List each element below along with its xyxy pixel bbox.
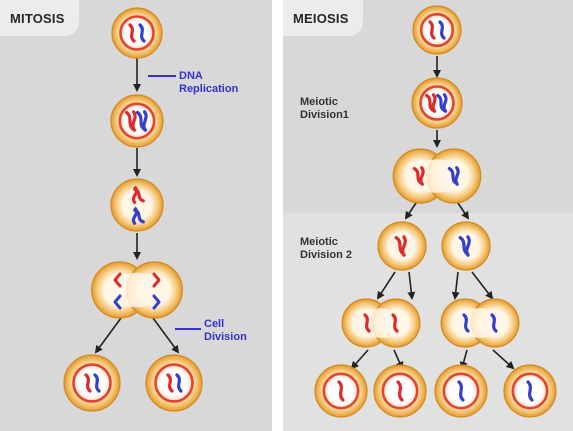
mitosis-daughter-cell-right <box>145 354 203 412</box>
chromatid-red <box>133 187 145 203</box>
meiotic-division2-label-line2: Division 2 <box>300 249 352 261</box>
dna-replication-label-line1: DNA <box>179 70 203 82</box>
mitosis-daughter-cell-left <box>63 354 121 412</box>
mitosis-title-tab: MITOSIS <box>0 0 79 36</box>
chromosome-red <box>428 20 436 40</box>
mitosis-dividing-cell <box>91 261 183 319</box>
cell-division-label-line2: Division <box>204 331 247 343</box>
chromatid-red <box>131 110 137 132</box>
mitosis-metaphase-cell <box>110 178 164 232</box>
meiosis-gamete-4 <box>503 364 557 418</box>
meiosis-gamete-2 <box>373 364 427 418</box>
nucleus-envelope <box>119 15 155 51</box>
chromatid-red <box>363 313 371 333</box>
nucleus-envelope <box>419 85 455 121</box>
nucleus-envelope <box>154 363 194 403</box>
chromosome-blue <box>138 23 146 43</box>
chromosome-red <box>84 373 92 393</box>
meiosis-arrow-4c <box>451 271 460 300</box>
mitosis-title: MITOSIS <box>10 11 65 26</box>
nucleus-envelope <box>118 102 156 140</box>
chromatid-blue <box>462 313 470 333</box>
chromatid-red <box>113 272 122 288</box>
chromatid-red <box>431 93 437 113</box>
meiosis-division2-cell-left <box>341 298 421 348</box>
meiosis-secondary-cell-right <box>441 221 491 271</box>
meiosis-title: MEIOSIS <box>293 11 349 26</box>
meiosis-arrow-5a <box>350 349 369 370</box>
mitosis-arrow-left <box>94 317 122 354</box>
cell-membrane <box>110 178 164 232</box>
cell-division-label-line1: Cell <box>204 318 225 330</box>
chromosome-red <box>396 380 404 402</box>
meiosis-secondary-cell-left <box>377 221 427 271</box>
meiosis-division2-cell-right <box>440 298 520 348</box>
meiosis-title-tab: MEIOSIS <box>283 0 363 36</box>
meiosis-arrow-5d <box>492 349 515 370</box>
chromatid-blue <box>454 166 460 186</box>
cytoplasm-bridge <box>111 272 163 308</box>
meiosis-replicated-cell <box>411 77 463 129</box>
mitosis-parent-cell <box>111 7 163 59</box>
chromatid-red <box>152 272 161 288</box>
meiosis-arrow-4b <box>407 271 416 300</box>
mitosis-replicated-cell <box>110 94 164 148</box>
meiosis-division1-cell <box>392 148 482 204</box>
meiosis-arrow-4a <box>376 271 396 300</box>
chromosome-red <box>166 373 174 393</box>
nucleus-envelope <box>72 363 112 403</box>
chromatid-blue <box>113 294 122 310</box>
chromatid-red <box>401 235 407 257</box>
meiosis-arrow-4d <box>471 271 494 300</box>
chromosome-red <box>337 380 345 402</box>
chromosome-blue <box>457 380 465 402</box>
cell-membrane <box>441 221 491 271</box>
mitosis-arrow-right <box>152 317 180 354</box>
meiosis-parent-cell <box>412 5 462 55</box>
chromatid-red <box>391 313 399 333</box>
cell-membrane <box>377 221 427 271</box>
chromatid-blue <box>490 313 498 333</box>
chromatid-red <box>419 166 425 186</box>
chromatid-blue <box>152 294 161 310</box>
meiosis-gamete-3 <box>434 364 488 418</box>
chromosome-blue <box>93 373 101 393</box>
nucleus-envelope <box>419 12 455 48</box>
chromosome-red <box>128 23 136 43</box>
chromatid-blue <box>465 235 471 257</box>
meiotic-division2-label-line1: Meiotic <box>300 236 338 248</box>
dna-replication-label-line2: Replication <box>179 83 239 95</box>
chromatid-blue <box>133 208 145 224</box>
meiosis-gamete-1 <box>314 364 368 418</box>
chromatid-blue <box>142 110 148 132</box>
chromosome-blue <box>526 380 534 402</box>
chromosome-blue <box>438 20 446 40</box>
chromatid-blue <box>442 93 448 113</box>
meiotic-division1-label-line1: Meiotic <box>300 96 338 108</box>
chromosome-blue <box>175 373 183 393</box>
meiotic-division1-label-line2: Division1 <box>300 109 349 121</box>
